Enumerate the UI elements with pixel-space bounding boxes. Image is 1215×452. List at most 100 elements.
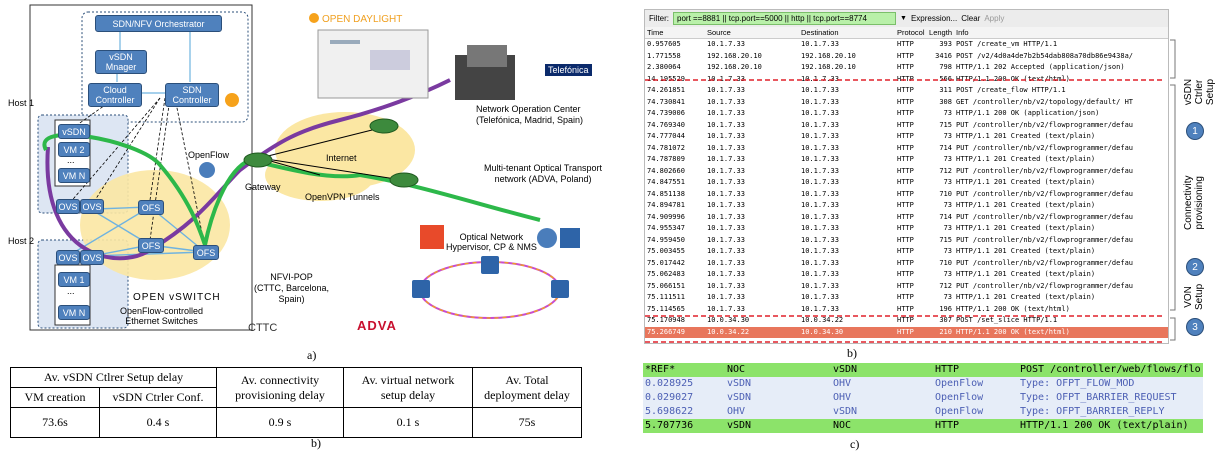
packet-protocol: HTTP	[897, 63, 914, 71]
flow-protocol: OpenFlow	[935, 406, 984, 417]
packet-time: 75.017442	[647, 258, 685, 267]
packet-source: 10.1.7.33	[707, 178, 745, 186]
ovs-caption: OpenFlow-controlled Ethernet Switches	[120, 306, 204, 326]
telefonica-logo: Telefónica	[545, 64, 592, 76]
packet-source: 10.1.7.33	[707, 235, 745, 244]
nms-logo-icon	[420, 225, 444, 249]
packet-info: HTTP/1.1 200 OK (text/html)	[956, 304, 1070, 313]
packet-destination: 192.168.20.10	[801, 63, 856, 71]
expression-button[interactable]: Expression...	[910, 14, 958, 23]
packet-source: 192.168.20.10	[707, 63, 762, 71]
filter-input[interactable]: port ==8881 || tcp.port==5000 || http ||…	[673, 12, 896, 25]
packet-info: GET /controller/nb/v2/topology/default/ …	[956, 97, 1134, 106]
host2-ovs2: OVS	[80, 250, 104, 265]
header-vm-creation: VM creation	[10, 387, 100, 408]
col-time[interactable]: Time	[647, 28, 664, 37]
hypervisor-label: Optical Network Hypervisor, CP & NMS	[446, 232, 537, 252]
delay-table: Av. vSDN Ctlrer Setup delay Av. connecti…	[10, 367, 582, 438]
packet-source: 10.1.7.33	[707, 293, 745, 301]
filter-dropdown-icon[interactable]: ▼	[900, 15, 907, 22]
packet-info: PUT /controller/nb/v2/flowprogrammer/def…	[956, 143, 1134, 152]
packet-protocol: HTTP	[897, 74, 914, 83]
packet-info: HTTP/1.1 201 Created (text/plain)	[956, 270, 1096, 278]
packet-length: 714	[939, 143, 952, 152]
packet-info: HTTP/1.1 200 OK (application/json)	[956, 109, 1100, 117]
packet-source: 10.1.7.33	[707, 109, 745, 117]
packet-info: HTTP/1.1 202 Accepted (application/json)	[956, 63, 1125, 71]
packet-time: 74.261851	[647, 86, 685, 94]
packet-destination: 10.1.7.33	[801, 40, 839, 48]
flow-protocol: OpenFlow	[935, 378, 984, 389]
col-destination[interactable]: Destination	[801, 28, 839, 37]
packet-protocol: HTTP	[897, 293, 914, 301]
packet-destination: 10.0.34.30	[801, 327, 844, 336]
packet-time: 0.957605	[647, 40, 681, 48]
packet-destination: 10.1.7.33	[801, 109, 839, 117]
col-source[interactable]: Source	[707, 28, 731, 37]
packet-source: 10.1.7.33	[707, 281, 745, 290]
packet-length: 73	[943, 178, 952, 186]
clear-button[interactable]: Clear	[961, 14, 981, 23]
packet-info: POST /create_vm HTTP/1.1	[956, 40, 1058, 48]
control-lines	[67, 97, 206, 249]
packet-time: 75.114565	[647, 304, 685, 313]
packet-protocol: HTTP	[897, 86, 914, 94]
header-connectivity: Av. connectivity provisioning delay	[216, 367, 344, 408]
packet-protocol: HTTP	[897, 120, 914, 129]
packet-source: 10.1.7.33	[707, 201, 745, 209]
packet-source: 10.1.7.33	[707, 258, 745, 267]
packet-source: 10.1.7.33	[707, 189, 745, 198]
col-protocol[interactable]: Protocol	[897, 28, 925, 37]
packet-info: POST /create_flow HTTP/1.1	[956, 86, 1066, 94]
packet-protocol: HTTP	[897, 258, 914, 267]
packet-length: 73	[943, 201, 952, 209]
packet-time: 74.894781	[647, 201, 685, 209]
packet-time: 14.195529	[647, 74, 685, 83]
packet-destination: 10.1.7.33	[801, 224, 839, 232]
flow-protocol: HTTP	[935, 420, 960, 431]
packet-length: 3416	[935, 51, 952, 60]
packet-protocol: HTTP	[897, 224, 914, 232]
packet-source: 10.1.7.33	[707, 40, 745, 48]
caption-table-b: b)	[311, 436, 321, 450]
packet-length: 73	[943, 247, 952, 255]
opendaylight-logo: OPEN DAYLIGHT	[322, 14, 403, 25]
packet-length: 393	[939, 40, 952, 48]
col-info[interactable]: Info	[956, 28, 969, 37]
packet-protocol: HTTP	[897, 235, 914, 244]
apply-button[interactable]: Apply	[984, 14, 1005, 23]
col-length[interactable]: Length	[929, 28, 952, 37]
